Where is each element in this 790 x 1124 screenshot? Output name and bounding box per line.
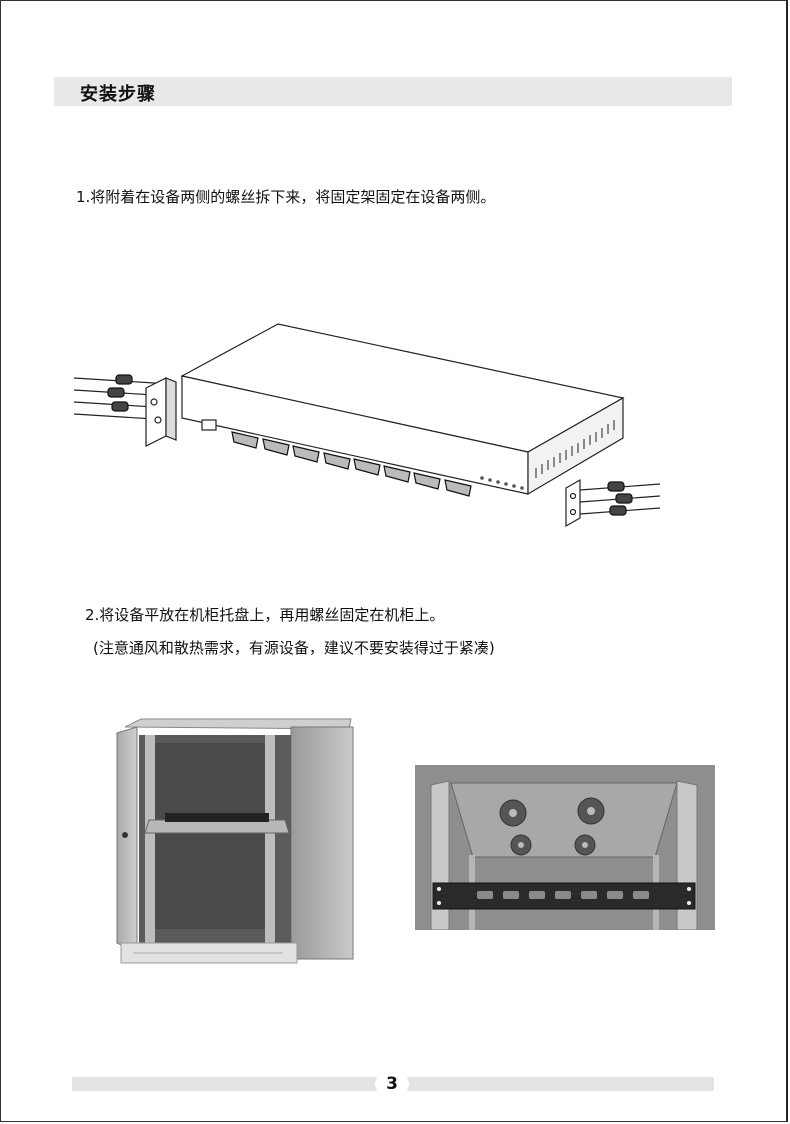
step-2-text: 2.将设备平放在机柜托盘上，再用螺丝固定在机柜上。	[85, 606, 445, 624]
ventilation-note: (注意通风和散热需求，有源设备，建议不要安装得过于紧凑)	[93, 639, 495, 657]
section-title: 安装步骤	[80, 84, 156, 105]
cabinet-photo	[116, 718, 354, 964]
step-1-text: 1.将附着在设备两侧的螺丝拆下来，将固定架固定在设备两侧。	[76, 188, 496, 206]
page-number-badge: 3	[375, 1073, 409, 1095]
section-header: 安装步骤	[54, 77, 732, 106]
page-number: 3	[386, 1074, 398, 1094]
rack-mounted-device-photo	[415, 765, 715, 930]
device-bracket-illustration	[73, 323, 661, 528]
